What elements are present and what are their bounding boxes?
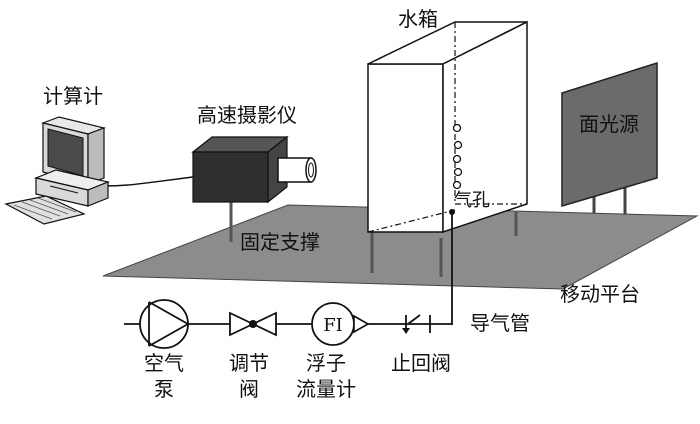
check-valve-label: 止回阀: [391, 351, 451, 375]
pc-case-side: [87, 181, 109, 207]
bubble: [452, 123, 462, 133]
camera-cable: [103, 176, 194, 187]
high-speed-camera: 高速摄影仪: [191, 103, 317, 204]
valve-label-line2: 阀: [239, 377, 259, 401]
camera-front: [192, 151, 269, 203]
gas-pipe-label: 导气管: [470, 311, 530, 335]
air-hole-label: 气孔: [454, 190, 490, 211]
area-light-label: 面光源: [579, 112, 639, 136]
check-valve-mark: [402, 328, 410, 334]
pc-drive-slot: [49, 185, 79, 194]
pump-triangle-edge: [148, 301, 189, 325]
flowmeter-label-line1: 浮子: [306, 351, 346, 375]
pump-label-line2: 泵: [154, 377, 174, 401]
camera-lens-inner: [308, 162, 314, 178]
flowmeter-symbol-text: FI: [323, 315, 343, 336]
area-light-panel: [561, 61, 658, 208]
valve-left-triangle: [229, 311, 256, 337]
flowmeter-arrow: [353, 314, 370, 334]
moving-platform-label: 移动平台: [560, 282, 640, 306]
check-valve-flap: [407, 314, 421, 325]
valve-label-line1: 调节: [229, 351, 269, 375]
moving-platform: [102, 204, 699, 290]
pump-label-line1: 空气: [144, 351, 184, 375]
gas-supply-line: FI 空气 泵 调节 阀 浮子 流量计 止回阀: [124, 299, 452, 401]
keyboard-key-row: [13, 204, 53, 220]
platform-surface: [102, 204, 699, 290]
keyboard-key-row: [37, 197, 77, 213]
water-tank: 水箱 气孔: [367, 7, 528, 277]
camera-label: 高速摄影仪: [197, 103, 297, 127]
computer-label: 计算计: [43, 84, 103, 108]
air-pump-symbol: [139, 299, 189, 349]
bubble: [453, 140, 463, 150]
water-tank-label: 水箱: [398, 7, 438, 31]
fixed-support-label: 固定支撑: [240, 230, 320, 254]
monitor-side: [87, 127, 105, 185]
bubbles: [452, 123, 463, 190]
computer: 计算计: [4, 84, 111, 225]
flowmeter-label-line2: 流量计: [296, 377, 356, 401]
keyboard-key-row: [21, 201, 61, 217]
valve-right-triangle: [250, 311, 277, 337]
bubble: [453, 167, 463, 177]
area-light-source: 面光源: [561, 61, 658, 248]
pump-triangle-edge: [148, 323, 189, 347]
tank-hidden-edge: [367, 209, 456, 233]
keyboard-key-row: [29, 199, 69, 215]
tank-front-face: [367, 63, 444, 233]
bubble: [452, 154, 462, 164]
valve-stem-dot: [249, 320, 257, 328]
bubble: [452, 180, 462, 190]
